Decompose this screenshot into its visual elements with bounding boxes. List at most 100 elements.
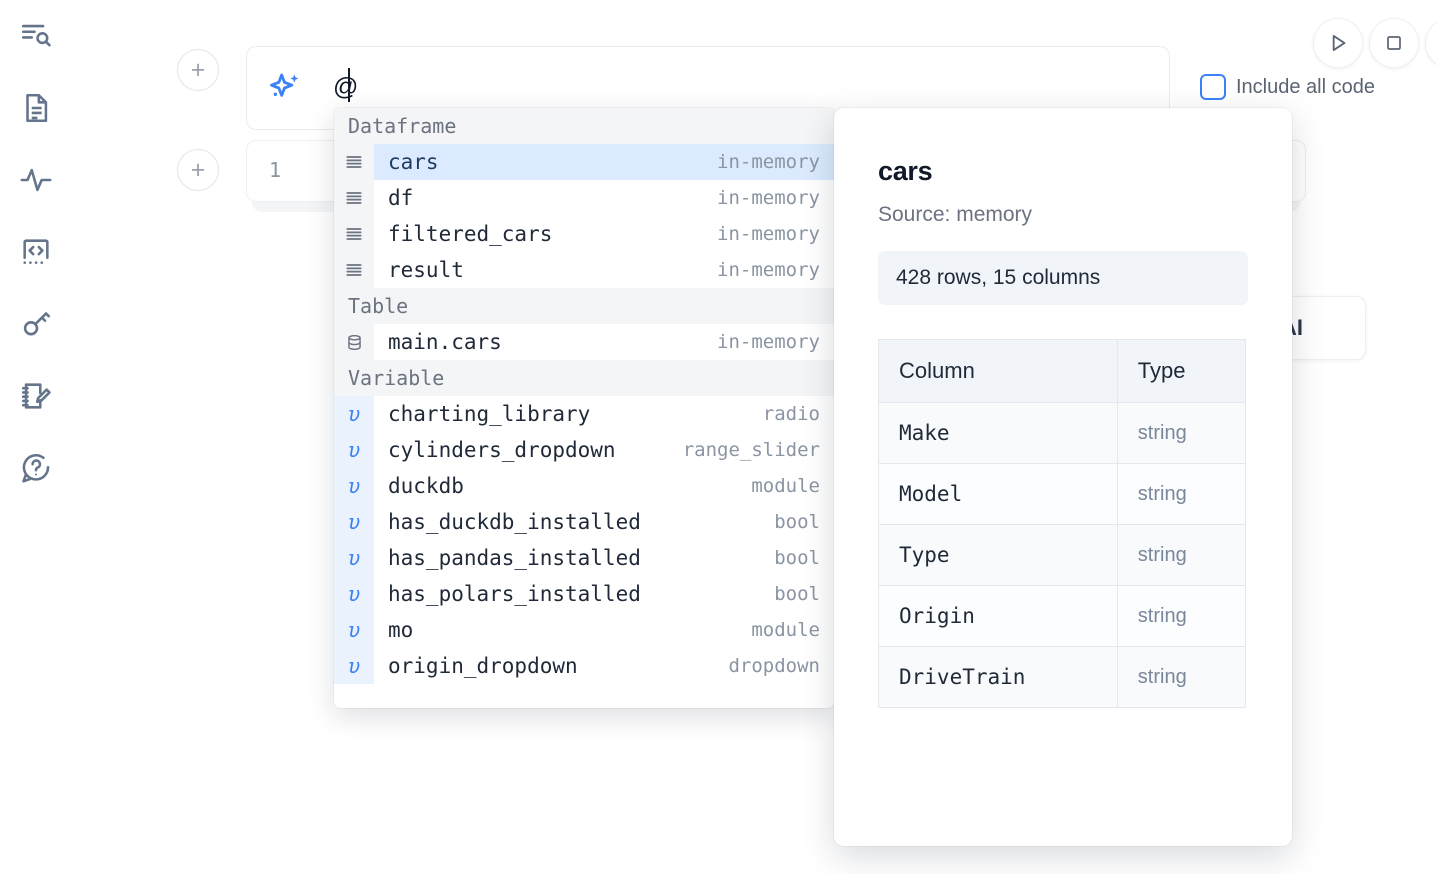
autocomplete-item[interactable]: υ cylinders_dropdown range_slider [334, 432, 834, 468]
include-all-code-row[interactable]: Include all code [1200, 74, 1375, 100]
add-cell-above-button[interactable]: + [177, 49, 219, 91]
dataframe-rows-icon [334, 216, 374, 252]
detail-source: Source: memory [878, 203, 1033, 226]
sparkles-icon [265, 69, 305, 109]
dataframe-rows-icon [334, 180, 374, 216]
autocomplete-item[interactable]: filtered_cars in-memory [334, 216, 834, 252]
autocomplete-item-type: bool [774, 583, 820, 605]
autocomplete-item-type: module [751, 619, 820, 641]
secrets-key-icon[interactable] [14, 302, 58, 346]
autocomplete-item-type: radio [762, 403, 820, 425]
autocomplete-item-type: bool [774, 547, 820, 569]
autocomplete-item-type: in-memory [717, 223, 820, 245]
left-icon-rail [0, 0, 72, 874]
autocomplete-item[interactable]: cars in-memory [334, 144, 834, 180]
autocomplete-item-name: has_pandas_installed [388, 546, 641, 570]
autocomplete-item-name: charting_library [388, 402, 591, 426]
autocomplete-item[interactable]: υ has_polars_installed bool [334, 576, 834, 612]
autocomplete-item-name: cars [388, 150, 439, 174]
autocomplete-item-type: range_slider [682, 439, 820, 461]
autocomplete-item-name: result [388, 258, 464, 282]
autocomplete-item-type: in-memory [717, 259, 820, 281]
variable-upsilon-icon: υ [334, 396, 374, 432]
variable-upsilon-icon: υ [334, 612, 374, 648]
scratchpad-edit-icon[interactable] [14, 374, 58, 418]
run-button[interactable] [1313, 18, 1363, 68]
autocomplete-item-type: in-memory [717, 331, 820, 353]
more-actions-button[interactable] [1425, 18, 1436, 68]
plus-icon: + [190, 155, 206, 184]
autocomplete-item[interactable]: υ has_duckdb_installed bool [334, 504, 834, 540]
code-snippets-icon[interactable] [14, 230, 58, 274]
dataframe-rows-icon [334, 144, 374, 180]
autocomplete-item-type: in-memory [717, 187, 820, 209]
columns-table-header-row: Column Type [878, 339, 1247, 403]
ai-prompt-input[interactable]: @ [333, 73, 359, 101]
autocomplete-item-name: filtered_cars [388, 222, 553, 246]
autocomplete-item[interactable]: υ charting_library radio [334, 396, 834, 432]
column-name-cell: Model [878, 463, 1118, 525]
autocomplete-item-type: module [751, 475, 820, 497]
autocomplete-item-name: main.cars [388, 330, 502, 354]
include-all-code-label: Include all code [1236, 75, 1375, 98]
autocomplete-item-type: bool [774, 511, 820, 533]
detail-title: cars [878, 156, 933, 186]
column-header-column: Column [878, 339, 1118, 403]
variable-upsilon-icon: υ [334, 576, 374, 612]
autocomplete-item-name: has_polars_installed [388, 582, 641, 606]
text-cursor [348, 68, 350, 102]
variable-detail-panel: cars Source: memory 428 rows, 15 columns… [834, 108, 1292, 846]
autocomplete-item-name: origin_dropdown [388, 654, 578, 678]
autocomplete-item-name: cylinders_dropdown [388, 438, 616, 462]
autocomplete-item[interactable]: υ origin_dropdown dropdown [334, 648, 834, 684]
detail-shape-badge: 428 rows, 15 columns [878, 251, 1248, 305]
add-cell-below-button[interactable]: + [177, 149, 219, 191]
column-name-cell: Origin [878, 585, 1118, 647]
line-number: 1 [269, 158, 282, 182]
autocomplete-item[interactable]: main.cars in-memory [334, 324, 834, 360]
autocomplete-group-header: Dataframe [334, 108, 834, 144]
column-type-cell: string [1116, 463, 1247, 525]
file-text-icon[interactable] [14, 86, 58, 130]
autocomplete-item-type: in-memory [717, 151, 820, 173]
column-type-cell: string [1116, 524, 1247, 586]
autocomplete-item-name: has_duckdb_installed [388, 510, 641, 534]
autocomplete-item-name: duckdb [388, 474, 464, 498]
dataframe-rows-icon [334, 252, 374, 288]
variable-upsilon-icon: υ [334, 432, 374, 468]
variable-upsilon-icon: υ [334, 468, 374, 504]
include-all-code-checkbox[interactable] [1200, 74, 1226, 100]
column-name-cell: DriveTrain [878, 646, 1118, 708]
help-question-icon[interactable] [14, 446, 58, 490]
plus-icon: + [190, 55, 206, 84]
autocomplete-item-name: mo [388, 618, 414, 642]
activity-icon[interactable] [14, 158, 58, 202]
autocomplete-item[interactable]: df in-memory [334, 180, 834, 216]
column-name-cell: Type [878, 524, 1118, 586]
variable-upsilon-icon: υ [334, 504, 374, 540]
column-type-cell: string [1116, 402, 1247, 464]
column-name-cell: Make [878, 402, 1118, 464]
database-icon [334, 324, 374, 360]
explore-icon[interactable] [14, 14, 58, 58]
column-header-type: Type [1116, 339, 1247, 403]
autocomplete-item-type: dropdown [728, 655, 820, 677]
column-type-cell: string [1116, 585, 1247, 647]
autocomplete-item[interactable]: result in-memory [334, 252, 834, 288]
column-type-cell: string [1116, 646, 1247, 708]
stop-button[interactable] [1369, 18, 1419, 68]
autocomplete-item-name: df [388, 186, 414, 210]
variable-upsilon-icon: υ [334, 648, 374, 684]
autocomplete-group-header: Table [334, 288, 834, 324]
